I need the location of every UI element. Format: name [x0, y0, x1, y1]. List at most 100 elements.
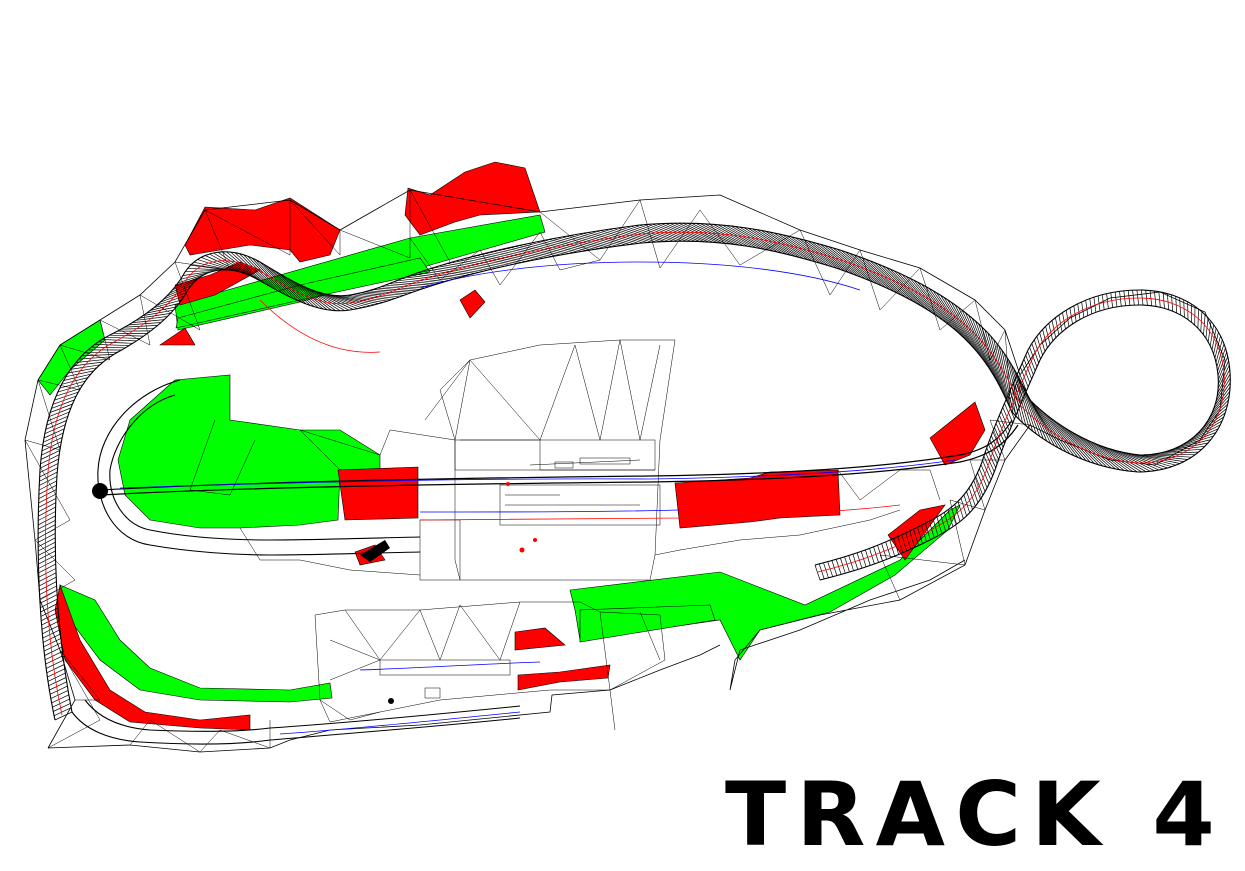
- track-tie: [1209, 324, 1215, 347]
- track-tie: [678, 222, 722, 244]
- track-tie: [143, 309, 174, 316]
- track-tie: [943, 297, 976, 350]
- track-tie: [321, 292, 363, 309]
- track-tie: [46, 664, 65, 674]
- track-tie: [849, 253, 891, 290]
- track-tie: [49, 403, 73, 413]
- track-tie: [274, 270, 311, 306]
- track-tie: [913, 279, 951, 326]
- track-tie: [1127, 290, 1131, 306]
- track-tie: [726, 225, 770, 251]
- track-tie: [1085, 439, 1129, 472]
- track-tie: [47, 411, 70, 422]
- track-tie: [243, 254, 279, 292]
- track-tie: [105, 336, 141, 339]
- track-tie: [1202, 408, 1227, 429]
- track-tie: [660, 223, 705, 243]
- track-tie: [63, 373, 91, 381]
- track-tie: [201, 257, 240, 273]
- track-tie: [845, 251, 887, 288]
- track-tie: [1217, 369, 1231, 393]
- track-outer-edge: [37, 222, 1219, 721]
- track-tie: [52, 395, 77, 405]
- track-tie: [41, 445, 61, 456]
- track-tie: [91, 346, 126, 349]
- track-tie: [37, 524, 56, 534]
- track-tie: [897, 272, 937, 316]
- track-tie: [39, 471, 58, 482]
- start-marker: [92, 483, 108, 499]
- track-tie: [1127, 452, 1172, 468]
- track-tie: [1013, 368, 1033, 432]
- track-tie: [1161, 448, 1202, 453]
- track-tie: [1045, 413, 1083, 460]
- track-tie: [43, 642, 62, 652]
- track-tie: [1216, 373, 1231, 398]
- track-tie: [984, 329, 1004, 394]
- track-tie: [869, 260, 910, 300]
- track-tie: [814, 564, 821, 581]
- track-tie: [289, 279, 328, 310]
- track-tie: [360, 292, 400, 298]
- track-tie: [1144, 454, 1188, 460]
- track-tie: [951, 302, 982, 357]
- track-tie: [38, 550, 56, 561]
- track-tie: [893, 270, 933, 313]
- track-tie: [325, 293, 367, 308]
- track-tie: [1093, 442, 1138, 473]
- track-tie: [1131, 453, 1176, 466]
- track-tie: [213, 252, 252, 277]
- track-tie: [1038, 408, 1075, 456]
- track-tie: [44, 646, 63, 656]
- track-tie: [721, 224, 766, 250]
- track-tie: [54, 711, 73, 721]
- track-tie: [49, 685, 68, 695]
- track-tie: [621, 227, 665, 242]
- track-tie: [259, 261, 295, 300]
- track-tie: [1140, 289, 1144, 306]
- track-tie: [347, 294, 388, 302]
- track-tie: [309, 288, 350, 311]
- track-tie: [773, 232, 817, 263]
- track-tie: [101, 339, 137, 342]
- track-tie: [172, 278, 198, 291]
- track-tie: [626, 226, 670, 242]
- track-tie: [39, 476, 58, 486]
- track-tie: [1017, 375, 1041, 437]
- hazard-top-left-2: [174, 261, 261, 306]
- track-tie: [221, 251, 260, 281]
- track-tie: [1106, 447, 1151, 472]
- track-tie: [40, 598, 58, 609]
- track-tie: [40, 603, 58, 613]
- track-tie: [1140, 454, 1184, 462]
- hazard-right-2: [887, 504, 946, 561]
- track-ribbon: [37, 222, 1231, 745]
- grass-areas: [37, 214, 961, 703]
- track-tie: [1006, 357, 1023, 423]
- track-tie: [1192, 420, 1223, 438]
- track-tie: [1122, 451, 1168, 469]
- track-tie: [1015, 371, 1037, 434]
- track-tie: [1123, 290, 1126, 306]
- track-tie: [1189, 424, 1221, 441]
- track-tie: [1217, 364, 1230, 389]
- track-tie: [68, 367, 97, 374]
- track-tie: [70, 364, 100, 370]
- track-tie: [756, 229, 800, 258]
- track-tie: [639, 224, 683, 242]
- track-tie: [180, 272, 209, 280]
- track-tie: [708, 223, 753, 248]
- track-tie: [1102, 445, 1147, 473]
- track-tie: [38, 546, 56, 556]
- track-tie: [881, 265, 922, 307]
- track-tie: [178, 274, 205, 284]
- track-tie: [38, 559, 56, 569]
- track-tie: [413, 273, 454, 280]
- track-tie: [1136, 289, 1140, 306]
- track-tie: [39, 463, 59, 473]
- track-tie: [993, 339, 1010, 406]
- track-tie: [1178, 435, 1214, 448]
- track-tie: [1157, 451, 1199, 454]
- track-tie: [278, 272, 315, 307]
